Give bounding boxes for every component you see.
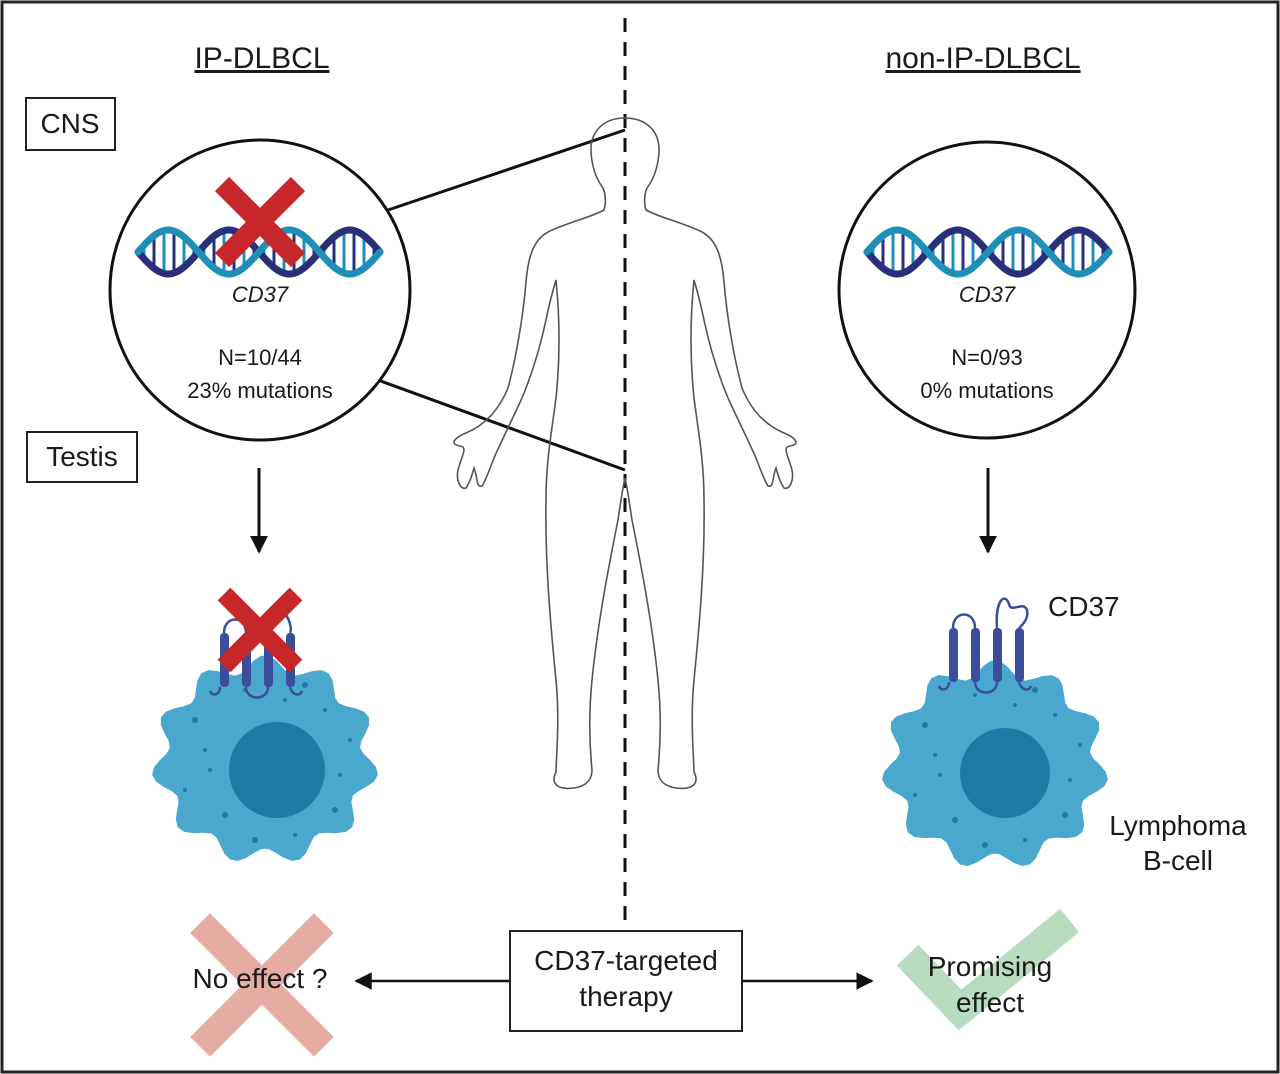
right-rate: 0% mutations [920,378,1053,403]
cell-speckle [192,717,198,723]
cns-label-box [25,97,116,151]
transmembrane-helix [949,628,958,682]
cell-speckle [208,768,212,772]
left-rate: 23% mutations [187,378,333,403]
dna-strands [863,226,1113,278]
nucleus [960,728,1050,818]
transmembrane-helix [993,628,1002,682]
faded-check-icon [896,908,1080,1031]
faded-cross-icon [190,913,334,1057]
cell-speckle [252,837,258,843]
cell-speckle [1053,713,1057,717]
cell-speckle [952,817,958,823]
left-count: N=10/44 [218,345,302,370]
left-header: IP-DLBCL [194,42,329,75]
cell-speckle [323,708,327,712]
receptor-icon [937,597,1033,694]
promising-line2: effect [956,987,1024,1018]
cell-speckle [222,812,228,818]
red-cross-icon [217,587,303,673]
therapy-line1: CD37-targeted [534,945,718,976]
cell-speckle [1013,703,1017,707]
connector-cns [387,128,626,212]
cell-speckle [913,793,917,797]
therapy-box [509,930,743,1032]
dna-strand [134,226,384,278]
cell-speckle [1032,687,1038,693]
nucleus [229,722,325,818]
cell-speckle [973,693,977,697]
left-mutation-circle [108,138,412,442]
cell-speckle [332,807,338,813]
transmembrane-helix [1015,628,1024,682]
receptor-loop [937,597,1033,694]
cell-type-line1: Lymphoma [1109,810,1247,841]
right-mutation-circle [837,140,1137,440]
dna-strand [863,226,1113,278]
cell-speckle [1078,743,1082,747]
cell-speckle [933,753,937,757]
cell-speckle [283,698,287,702]
cns-label: CNS [40,108,99,139]
cell-speckle [1068,778,1072,782]
red-cross-icon [214,176,306,268]
cell-speckle [1023,838,1027,842]
cell-speckle [938,773,942,777]
right-count: N=0/93 [951,345,1023,370]
cell-speckle [922,722,928,728]
cd37-protein-label: CD37 [1048,591,1120,622]
no-effect-label: No effect ? [193,963,328,994]
human-body-icon [453,117,797,790]
cell-speckle [338,773,342,777]
testis-label: Testis [46,441,118,472]
cell-speckle [203,748,207,752]
cell-speckle [348,738,352,742]
right-header: non-IP-DLBCL [885,42,1080,75]
lymphoma-cell-icon [152,655,378,861]
dna-strands [134,226,384,278]
cell-type-line2: B-cell [1143,845,1213,876]
therapy-line2: therapy [579,981,672,1012]
testis-label-box [26,431,138,483]
cell-speckle [1062,812,1068,818]
cell-speckle [982,842,988,848]
dna-icon [134,226,384,278]
promising-line1: Promising [928,951,1052,982]
dna-icon [863,226,1113,278]
cell-speckle [302,682,308,688]
transmembrane-helix [971,628,980,682]
right-gene-label: CD37 [959,282,1016,307]
lymphoma-cell-icon [882,660,1108,866]
left-gene-label: CD37 [232,282,289,307]
cell-speckle [183,788,187,792]
connector-testis [377,378,626,472]
cell-speckle [293,833,297,837]
